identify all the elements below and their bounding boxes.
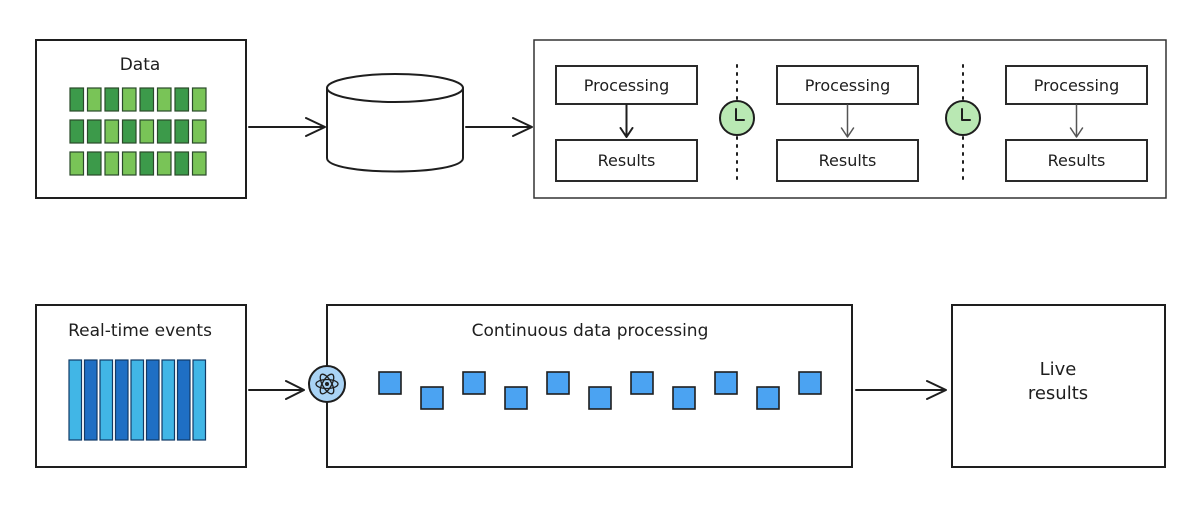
stream-event-square bbox=[378, 371, 402, 395]
database-icon bbox=[326, 73, 464, 173]
event-bar bbox=[114, 359, 129, 441]
data-block bbox=[86, 87, 102, 112]
processing-box bbox=[1005, 65, 1148, 105]
batch-stages: ProcessingResultsProcessingResultsProces… bbox=[555, 65, 1148, 182]
data-block bbox=[121, 119, 137, 144]
continuous-processing-title: Continuous data processing bbox=[472, 321, 709, 341]
data-block bbox=[121, 151, 137, 176]
data-title: Data bbox=[120, 55, 161, 75]
results-box bbox=[1005, 139, 1148, 182]
event-bars bbox=[68, 359, 207, 441]
events-box: Real-time events bbox=[35, 304, 247, 468]
stream-event-square bbox=[462, 371, 486, 395]
data-block bbox=[139, 87, 155, 112]
event-bar bbox=[176, 359, 191, 441]
stream-event-square bbox=[546, 371, 570, 395]
live-results-line-1: Live bbox=[1040, 359, 1077, 380]
data-block bbox=[69, 119, 85, 144]
arrow-database-to-batch bbox=[465, 117, 533, 137]
clock-icon bbox=[945, 100, 981, 136]
stream-event-square bbox=[714, 371, 738, 395]
stream-event-square bbox=[504, 386, 528, 410]
stream-event-square bbox=[588, 386, 612, 410]
processing-to-results-arrowhead bbox=[619, 127, 634, 138]
data-block bbox=[104, 151, 120, 176]
stream-event-square bbox=[420, 386, 444, 410]
data-block bbox=[156, 119, 172, 144]
data-block bbox=[139, 119, 155, 144]
arrow-processing-to-results bbox=[855, 380, 947, 400]
atom-icon bbox=[308, 365, 346, 403]
data-block bbox=[86, 151, 102, 176]
clock-icon bbox=[719, 100, 755, 136]
processing-label: Processing bbox=[805, 76, 890, 95]
data-box: Data bbox=[35, 39, 247, 199]
data-block bbox=[69, 151, 85, 176]
stream-event-square bbox=[672, 386, 696, 410]
data-block bbox=[69, 87, 85, 112]
results-box bbox=[555, 139, 698, 182]
processing-box bbox=[776, 65, 919, 105]
data-block bbox=[191, 151, 207, 176]
event-bar bbox=[192, 359, 207, 441]
processing-label: Processing bbox=[584, 76, 669, 95]
data-block bbox=[174, 151, 190, 176]
results-box bbox=[776, 139, 919, 182]
event-bar bbox=[83, 359, 98, 441]
data-block bbox=[156, 87, 172, 112]
event-bar bbox=[161, 359, 176, 441]
processing-to-results-arrowhead bbox=[1069, 127, 1084, 138]
data-block bbox=[104, 87, 120, 112]
event-bar bbox=[99, 359, 114, 441]
stream-event-square bbox=[798, 371, 822, 395]
data-block bbox=[156, 151, 172, 176]
data-block bbox=[191, 119, 207, 144]
processing-box bbox=[555, 65, 698, 105]
arrow-data-to-database bbox=[248, 117, 326, 137]
results-label: Results bbox=[598, 151, 656, 170]
data-block bbox=[104, 119, 120, 144]
data-block bbox=[86, 119, 102, 144]
live-results-line-2: results bbox=[1028, 383, 1088, 404]
results-label: Results bbox=[819, 151, 877, 170]
events-title: Real-time events bbox=[68, 321, 212, 341]
stream-event-square bbox=[630, 371, 654, 395]
data-block bbox=[121, 87, 137, 112]
data-block bbox=[174, 87, 190, 112]
processing-label: Processing bbox=[1034, 76, 1119, 95]
results-label: Results bbox=[1048, 151, 1106, 170]
data-blocks-grid bbox=[69, 87, 207, 176]
event-bar bbox=[68, 359, 83, 441]
live-results-box: Live results bbox=[951, 304, 1166, 468]
stream-squares bbox=[378, 371, 822, 410]
stream-event-square bbox=[756, 386, 780, 410]
data-block bbox=[174, 119, 190, 144]
arrow-events-to-processing bbox=[248, 380, 305, 400]
event-bar bbox=[130, 359, 145, 441]
event-bar bbox=[145, 359, 160, 441]
processing-to-results-arrowhead bbox=[840, 127, 855, 138]
continuous-processing-box: Continuous data processing bbox=[326, 304, 853, 468]
data-block bbox=[191, 87, 207, 112]
data-block bbox=[139, 151, 155, 176]
